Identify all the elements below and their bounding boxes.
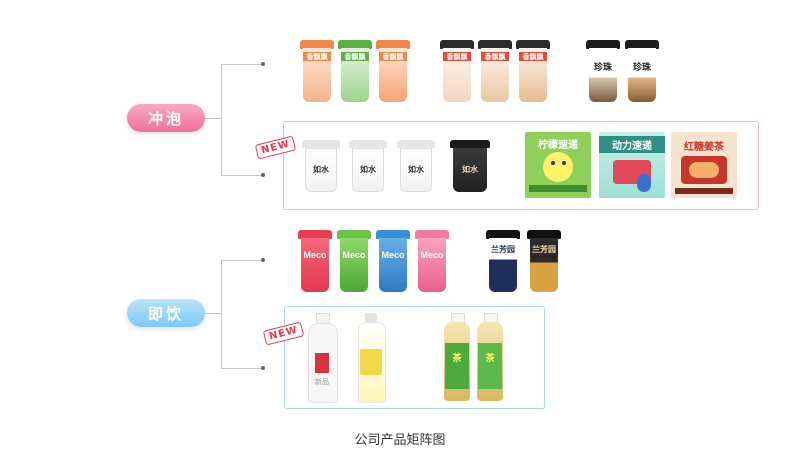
product-cup-label: 如水: [313, 165, 329, 174]
product-pack-ginger-tea: 红糖姜茶: [671, 132, 737, 198]
product-cup-pearl: 珍珠: [586, 40, 620, 102]
product-cup-white: 如水: [349, 140, 387, 192]
product-meco-label: Meco: [303, 250, 327, 260]
product-cup-orange: 香飘飘: [300, 40, 334, 102]
product-lanfang-label: 兰芳园: [532, 245, 556, 254]
bracket-dot: [261, 366, 265, 370]
bracket-line-brewed: [221, 64, 222, 176]
category-brewed-label: 冲泡: [147, 109, 184, 128]
bracket-line-brewed-mid: [205, 118, 221, 119]
product-bottle-lemon: [356, 313, 386, 403]
product-cup-meco-green: Meco: [337, 230, 371, 292]
category-brewed: 冲泡: [127, 104, 205, 132]
bracket-line-brewed-top: [221, 64, 263, 65]
product-bottle-green-tea: 茶: [442, 313, 472, 401]
product-pearl-label: 珍珠: [593, 62, 612, 72]
product-pack-title: 柠檬速递: [538, 140, 578, 151]
product-meco-label: Meco: [420, 250, 444, 260]
product-pack-lemon: 柠檬速递: [525, 132, 591, 198]
product-cup-meco-red: Meco: [298, 230, 332, 292]
product-cup-orange: 香飘飘: [376, 40, 410, 102]
bracket-line-rtd-top: [221, 260, 263, 261]
product-pack-title: 红糖姜茶: [684, 142, 724, 153]
bracket-dot: [261, 258, 265, 262]
product-pearl-label: 珍珠: [632, 62, 651, 72]
bracket-line-brewed-bottom: [221, 175, 263, 176]
product-cup-label: 如水: [360, 165, 376, 174]
product-bottle-green-tea: 茶: [475, 313, 505, 401]
new-products-box-rtd: [284, 306, 545, 409]
product-cup-pearl: 珍珠: [625, 40, 659, 102]
product-brand-label: 香飘飘: [382, 54, 404, 61]
bracket-line-rtd-bottom: [221, 368, 263, 369]
product-tea-label: 茶: [485, 354, 495, 364]
product-lanfang-label: 兰芳园: [491, 245, 515, 254]
product-cup-black-lid: 香飘飘: [516, 40, 550, 102]
figure-caption: 公司产品矩阵图: [354, 433, 446, 448]
product-bottle-label: 新品: [315, 378, 329, 386]
product-brand-label: 香飘飘: [306, 54, 328, 61]
product-tea-label: 茶: [452, 354, 462, 364]
product-cup-black-lid: 香飘飘: [440, 40, 474, 102]
product-cup-black-lid: 香飘飘: [478, 40, 512, 102]
product-brand-label: 香飘飘: [522, 54, 544, 61]
product-cup-dark: 如水: [450, 140, 490, 192]
product-brand-label: 香飘飘: [484, 54, 506, 61]
product-pack-title: 动力速递: [599, 136, 665, 153]
bracket-line-rtd-mid: [205, 313, 221, 314]
product-cup-label: 如水: [462, 165, 478, 174]
new-products-box-brewed: [283, 121, 759, 210]
product-brand-label: 香飘飘: [344, 54, 366, 61]
product-cup-meco-pink: Meco: [415, 230, 449, 292]
product-cup-white: 如水: [397, 140, 435, 192]
category-ready-to-drink-label: 即饮: [147, 304, 184, 323]
product-cup-meco-blue: Meco: [376, 230, 410, 292]
product-cup-white: 如水: [302, 140, 340, 192]
product-cup-label: 如水: [408, 165, 424, 174]
product-meco-label: Meco: [342, 250, 366, 260]
category-ready-to-drink: 即饮: [127, 299, 205, 327]
product-brand-label: 香飘飘: [446, 54, 468, 61]
bracket-line-rtd: [221, 260, 222, 369]
product-pack-energy: 动力速递: [599, 132, 665, 198]
bracket-dot: [261, 173, 265, 177]
product-cup-green: 香飘飘: [338, 40, 372, 102]
product-cup-lanfang-navy: 兰芳园: [486, 230, 520, 292]
product-meco-label: Meco: [381, 250, 405, 260]
product-bottle-white: 新品: [305, 313, 339, 403]
product-cup-lanfang-gold: 兰芳园: [527, 230, 561, 292]
bracket-dot: [261, 62, 265, 66]
